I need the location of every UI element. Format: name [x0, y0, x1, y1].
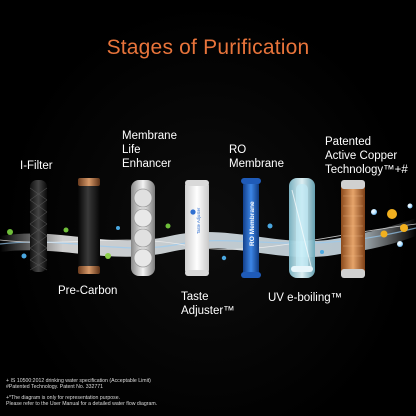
label-pre-carbon: Pre-Carbon	[58, 285, 118, 297]
page-title: Stages of Purification	[106, 36, 310, 59]
label-membrane-life-enhancer: Membrane Life Enhancer	[122, 130, 177, 170]
ro-tube-text: RO Membrane	[249, 201, 256, 246]
label-i-filter: I-Filter	[20, 160, 53, 172]
label-taste-adjuster: Taste Adjuster™	[181, 291, 235, 317]
ro-membrane-cartridge: RO Membrane	[241, 178, 261, 278]
floating-particles	[7, 203, 413, 261]
pre-carbon-cartridge	[78, 178, 100, 274]
membrane-life-enhancer-cartridge	[131, 180, 155, 276]
label-active-copper: Patented Active Copper Technology™+#	[325, 136, 408, 176]
label-uv-e-boiling: UV e-boiling™	[268, 292, 343, 304]
taste-adjuster-cartridge: Taste Adjuster	[185, 180, 209, 276]
uv-e-boiling-chamber	[289, 178, 315, 278]
taste-adjuster-tube-text: Taste Adjuster	[196, 207, 201, 234]
i-filter-cartridge	[29, 180, 48, 272]
footnote-is-spec: + IS 10500:2012 drinking water specifica…	[6, 378, 151, 384]
footnote-patent: #Patented Technology. Patent No. 332771	[6, 384, 104, 391]
footnote-representation: +*The diagram is only for representation…	[6, 394, 121, 401]
footnotes: + IS 10500:2012 drinking water specifica…	[6, 378, 157, 408]
active-copper-cartridge	[341, 180, 365, 278]
label-ro-membrane: RO Membrane	[229, 144, 284, 170]
footnote-user-manual: Please refer to the User Manual for a de…	[6, 401, 158, 408]
